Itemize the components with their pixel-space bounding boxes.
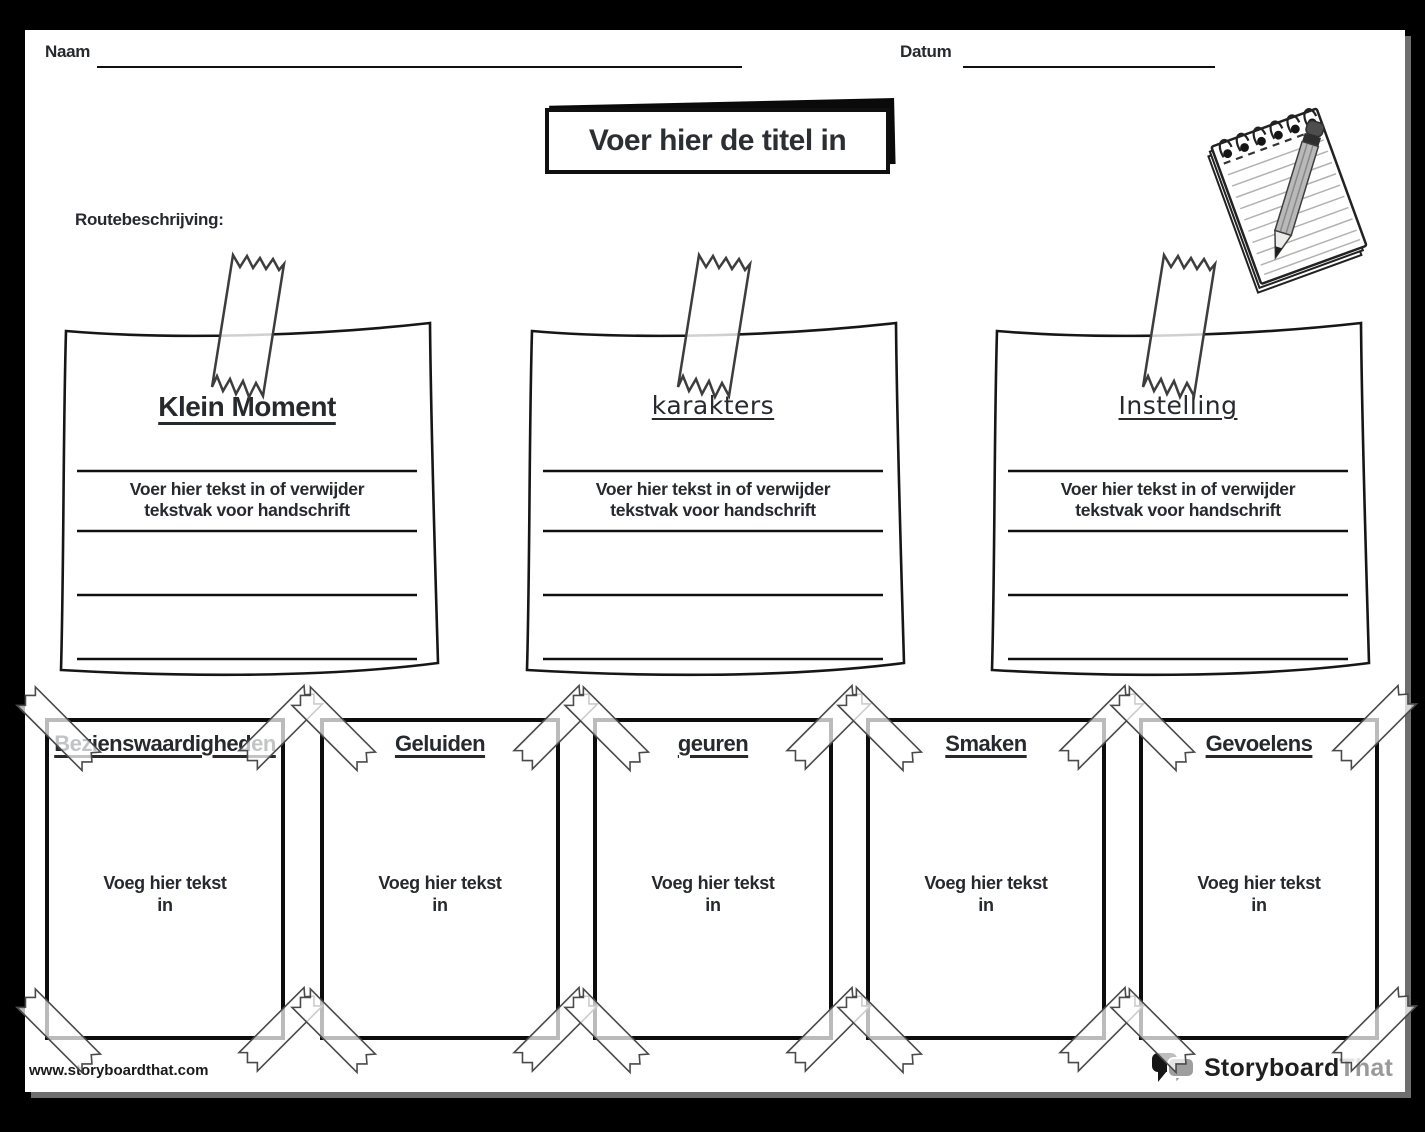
pencil-icon xyxy=(1273,119,1325,261)
card-text-placeholder[interactable]: Voeg hier tekst in xyxy=(49,872,281,916)
logo-storyboard: Storyboard xyxy=(1204,1053,1340,1082)
tape-strip-icon xyxy=(1141,253,1217,399)
card-text: Voeg hier tekst in xyxy=(924,873,1048,915)
note-text-placeholder[interactable]: Voer hier tekst in of verwijder tekstvak… xyxy=(595,479,831,520)
card-text: Voeg hier tekst in xyxy=(103,873,227,915)
card-text-placeholder[interactable]: Voeg hier tekst in xyxy=(1143,872,1375,916)
note-instelling: Instelling Voer hier tekst in of verwijd… xyxy=(983,253,1373,685)
note-title[interactable]: Instelling xyxy=(1118,391,1238,420)
note-text-placeholder[interactable]: Voer hier tekst in of verwijder tekstvak… xyxy=(1060,479,1296,520)
card-title[interactable]: Gevoelens xyxy=(1205,731,1313,756)
note-klein-moment: Klein Moment Voer hier tekst in of verwi… xyxy=(52,253,442,685)
corner-tape-icon xyxy=(15,685,102,772)
tape-strip-icon xyxy=(210,253,286,399)
note-title[interactable]: karakters xyxy=(651,391,775,420)
card-bezienswaardigheden: Bezienswaardigheden Voeg hier tekst in xyxy=(15,684,324,1074)
card-geuren: geuren Voeg hier tekst in xyxy=(563,684,872,1074)
note-text-placeholder[interactable]: Voer hier tekst in of verwijder tekstvak… xyxy=(129,479,365,520)
tape-strip-icon xyxy=(676,253,752,399)
title-box[interactable]: Voer hier de titel in xyxy=(545,97,896,174)
card-text-placeholder[interactable]: Voeg hier tekst in xyxy=(870,872,1102,916)
card-title[interactable]: Smaken xyxy=(945,731,1027,756)
corner-tape-icon xyxy=(1331,684,1418,771)
card-geluiden: Geluiden Voeg hier tekst in xyxy=(290,684,599,1074)
card-text-placeholder[interactable]: Voeg hier tekst in xyxy=(597,872,829,916)
title-placeholder[interactable]: Voer hier de titel in xyxy=(545,108,890,174)
card-text: Voeg hier tekst in xyxy=(1197,873,1321,915)
name-write-line[interactable] xyxy=(97,66,742,68)
card-smaken: Smaken Voeg hier tekst in xyxy=(836,684,1145,1074)
card-title[interactable]: Geluiden xyxy=(394,731,486,756)
paper-sheet: Naam Datum Voer hier de titel in Routebe… xyxy=(15,30,1418,1092)
directions-label: Routebeschrijving: xyxy=(75,210,224,229)
date-label: Datum xyxy=(900,42,952,61)
card-text: Voeg hier tekst in xyxy=(378,873,502,915)
name-label: Naam xyxy=(45,42,91,61)
website-url: www.storyboardthat.com xyxy=(29,1062,209,1079)
card-title[interactable]: geuren xyxy=(677,731,749,756)
card-gevoelens: Gevoelens Voeg hier tekst in xyxy=(1109,684,1418,1074)
notepad-pencil-icon xyxy=(1207,107,1368,294)
card-text-placeholder[interactable]: Voeg hier tekst in xyxy=(324,872,556,916)
note-title[interactable]: Klein Moment xyxy=(158,391,336,422)
card-text: Voeg hier tekst in xyxy=(651,873,775,915)
note-karakters: karakters Voer hier tekst in of verwijde… xyxy=(518,253,908,685)
date-write-line[interactable] xyxy=(963,66,1215,68)
